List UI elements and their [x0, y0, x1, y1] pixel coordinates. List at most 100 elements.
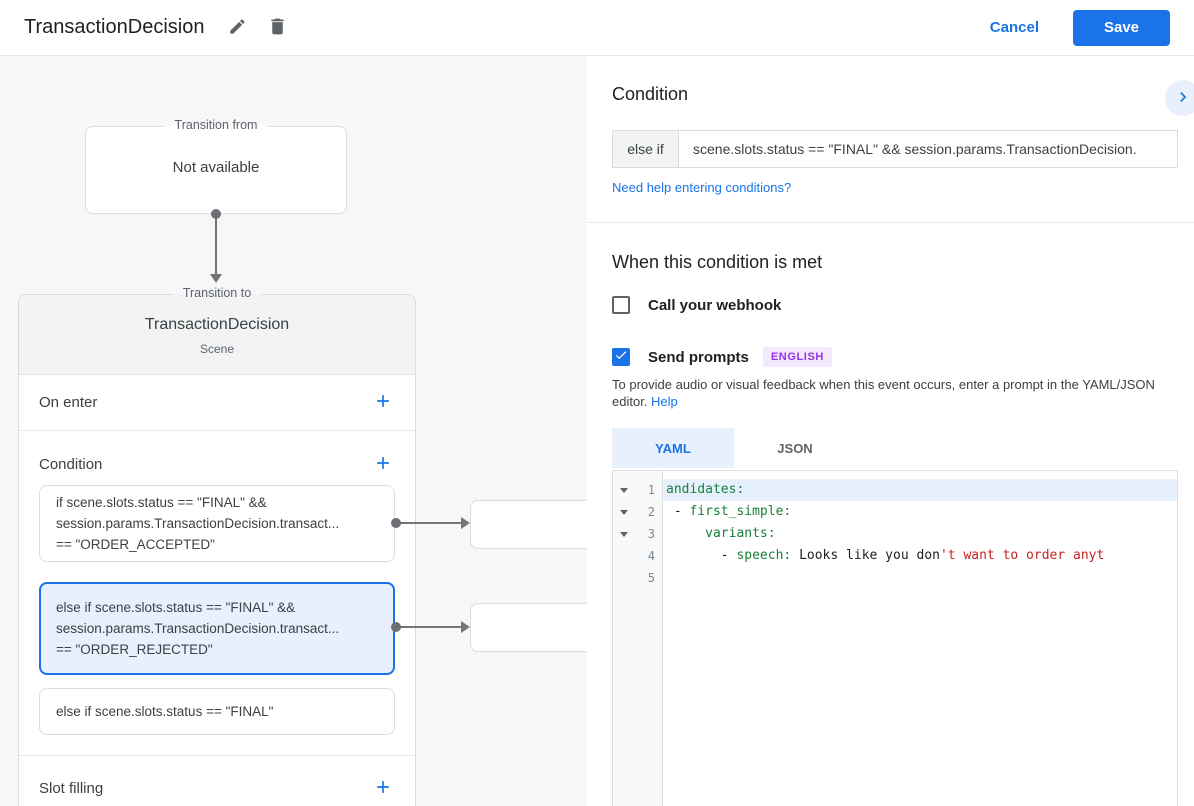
- add-slot-button[interactable]: [371, 776, 395, 800]
- line-number: 3: [647, 527, 655, 541]
- delete-scene-button[interactable]: [264, 15, 290, 41]
- yaml-plain-token: Looks like you don: [791, 548, 940, 563]
- cancel-button[interactable]: Cancel: [989, 19, 1039, 36]
- transition-target-box[interactable]: [470, 500, 596, 549]
- condition-card-line: == "ORDER_REJECTED": [56, 642, 213, 657]
- fold-caret-icon[interactable]: [620, 531, 628, 537]
- connector-dot: [391, 518, 401, 528]
- condition-section-head: Condition: [19, 431, 415, 483]
- checkmark-icon: [614, 348, 628, 367]
- slot-filling-label: Slot filling: [39, 779, 104, 797]
- yaml-key-token: variants:: [705, 526, 776, 541]
- connector-dot: [391, 622, 401, 632]
- yaml-string-token: 't want to order anyt: [939, 548, 1105, 563]
- panel-title: Condition: [612, 84, 689, 104]
- edit-scene-button[interactable]: [224, 15, 250, 41]
- condition-card-line: else if scene.slots.status == "FINAL" &&: [56, 600, 296, 615]
- chevron-right-icon: [1173, 87, 1193, 110]
- line-number: 5: [647, 571, 655, 585]
- condition-card-rejected-selected[interactable]: else if scene.slots.status == "FINAL" &&…: [39, 582, 395, 675]
- yaml-key-token: speech:: [736, 548, 792, 563]
- arrow-right-icon: [461, 517, 470, 529]
- editor-gutter: 1 2 3 4 5: [613, 471, 663, 806]
- plus-icon: [373, 453, 393, 476]
- line-number: 1: [647, 483, 655, 497]
- fold-caret-icon[interactable]: [620, 509, 628, 515]
- transition-from-legend: Transition from: [164, 118, 268, 132]
- yaml-plain-token: [666, 526, 705, 541]
- condition-card-line: session.params.TransactionDecision.trans…: [56, 516, 340, 531]
- send-prompts-row: Send prompts ENGLISH: [612, 347, 832, 367]
- add-on-enter-button[interactable]: [371, 391, 395, 415]
- connector-line: [400, 626, 461, 628]
- yaml-key-token: first_simple:: [689, 504, 792, 519]
- gutter-row: 4: [613, 545, 662, 567]
- condition-card-line: session.params.TransactionDecision.trans…: [56, 621, 340, 636]
- condition-section: Condition if scene.slots.status == "FINA…: [19, 431, 415, 756]
- condition-input-row: else if scene.slots.status == "FINAL" &&…: [612, 130, 1178, 168]
- send-prompts-checkbox[interactable]: [612, 348, 630, 366]
- yaml-plain-token: -: [666, 548, 737, 563]
- transition-to-box: Transition to TransactionDecision Scene …: [18, 286, 416, 806]
- on-enter-label: On enter: [39, 394, 98, 411]
- code-line: andidates:: [663, 479, 1177, 501]
- condition-card-line: == "ORDER_ACCEPTED": [56, 537, 215, 552]
- tab-yaml[interactable]: YAML: [612, 428, 734, 468]
- condition-prefix-label: else if: [613, 131, 679, 167]
- collapse-panel-button[interactable]: [1165, 80, 1194, 116]
- slot-filling-section-head: Slot filling: [19, 756, 415, 806]
- webhook-label: Call your webhook: [648, 296, 782, 314]
- tab-json[interactable]: JSON: [734, 428, 856, 468]
- webhook-checkbox[interactable]: [612, 296, 630, 314]
- yaml-editor[interactable]: 1 2 3 4 5 and: [612, 470, 1178, 806]
- add-condition-button[interactable]: [371, 452, 395, 476]
- condition-label: Condition: [39, 455, 103, 473]
- webhook-row: Call your webhook: [612, 296, 781, 314]
- top-bar: TransactionDecision Cancel Save: [0, 0, 1194, 56]
- editor-code-area[interactable]: andidates: - first_simple: variants: - s…: [663, 471, 1177, 806]
- prompt-helper-text: To provide audio or visual feedback when…: [612, 376, 1174, 410]
- transition-to-legend: Transition to: [172, 286, 262, 300]
- fold-caret-icon[interactable]: [620, 487, 628, 493]
- scene-name: TransactionDecision: [144, 316, 290, 333]
- conditions-help-link[interactable]: Need help entering conditions?: [612, 180, 792, 195]
- plus-icon: [373, 777, 393, 800]
- condition-card-line: else if scene.slots.status == "FINAL": [56, 704, 274, 719]
- send-prompts-label: Send prompts: [648, 348, 749, 366]
- plus-icon: [373, 391, 393, 414]
- code-line: - speech: Looks like you don't want to o…: [663, 545, 1177, 567]
- helper-text: To provide audio or visual feedback when…: [612, 377, 1155, 409]
- connector-line: [400, 522, 461, 524]
- transition-target-box[interactable]: [470, 603, 596, 652]
- editor-tabs: YAML JSON: [612, 428, 856, 468]
- condition-card-accepted[interactable]: if scene.slots.status == "FINAL" && sess…: [39, 485, 395, 562]
- code-line: variants:: [663, 523, 1177, 545]
- panel-divider: [587, 222, 1194, 223]
- when-met-title: When this condition is met: [612, 252, 823, 272]
- condition-detail-panel: Condition else if scene.slots.status == …: [587, 56, 1194, 806]
- line-number: 4: [647, 549, 655, 563]
- condition-input[interactable]: scene.slots.status == "FINAL" && session…: [693, 141, 1137, 157]
- transition-from-content: Not available: [172, 159, 260, 176]
- condition-card-final[interactable]: else if scene.slots.status == "FINAL": [39, 688, 395, 735]
- pencil-icon: [228, 17, 247, 39]
- slot-filling-section: Slot filling Slot validation: [19, 756, 415, 806]
- gutter-row: 2: [613, 501, 662, 523]
- transition-from-box: Transition from Not available: [85, 118, 347, 214]
- arrow-down-icon: [210, 274, 222, 283]
- page-title: TransactionDecision: [24, 16, 205, 38]
- yaml-key-token: andidates:: [666, 482, 745, 497]
- line-number: 2: [647, 505, 655, 519]
- connector-line: [215, 218, 217, 274]
- gutter-row: 5: [613, 567, 662, 589]
- scene-type: Scene: [199, 342, 235, 356]
- trash-icon: [267, 16, 288, 40]
- gutter-row: 1: [613, 479, 662, 501]
- code-line: - first_simple:: [663, 501, 1177, 523]
- save-button[interactable]: Save: [1073, 9, 1170, 46]
- help-link[interactable]: Help: [651, 394, 678, 409]
- arrow-right-icon: [461, 621, 470, 633]
- language-badge: ENGLISH: [762, 347, 832, 367]
- yaml-plain-token: -: [666, 504, 690, 519]
